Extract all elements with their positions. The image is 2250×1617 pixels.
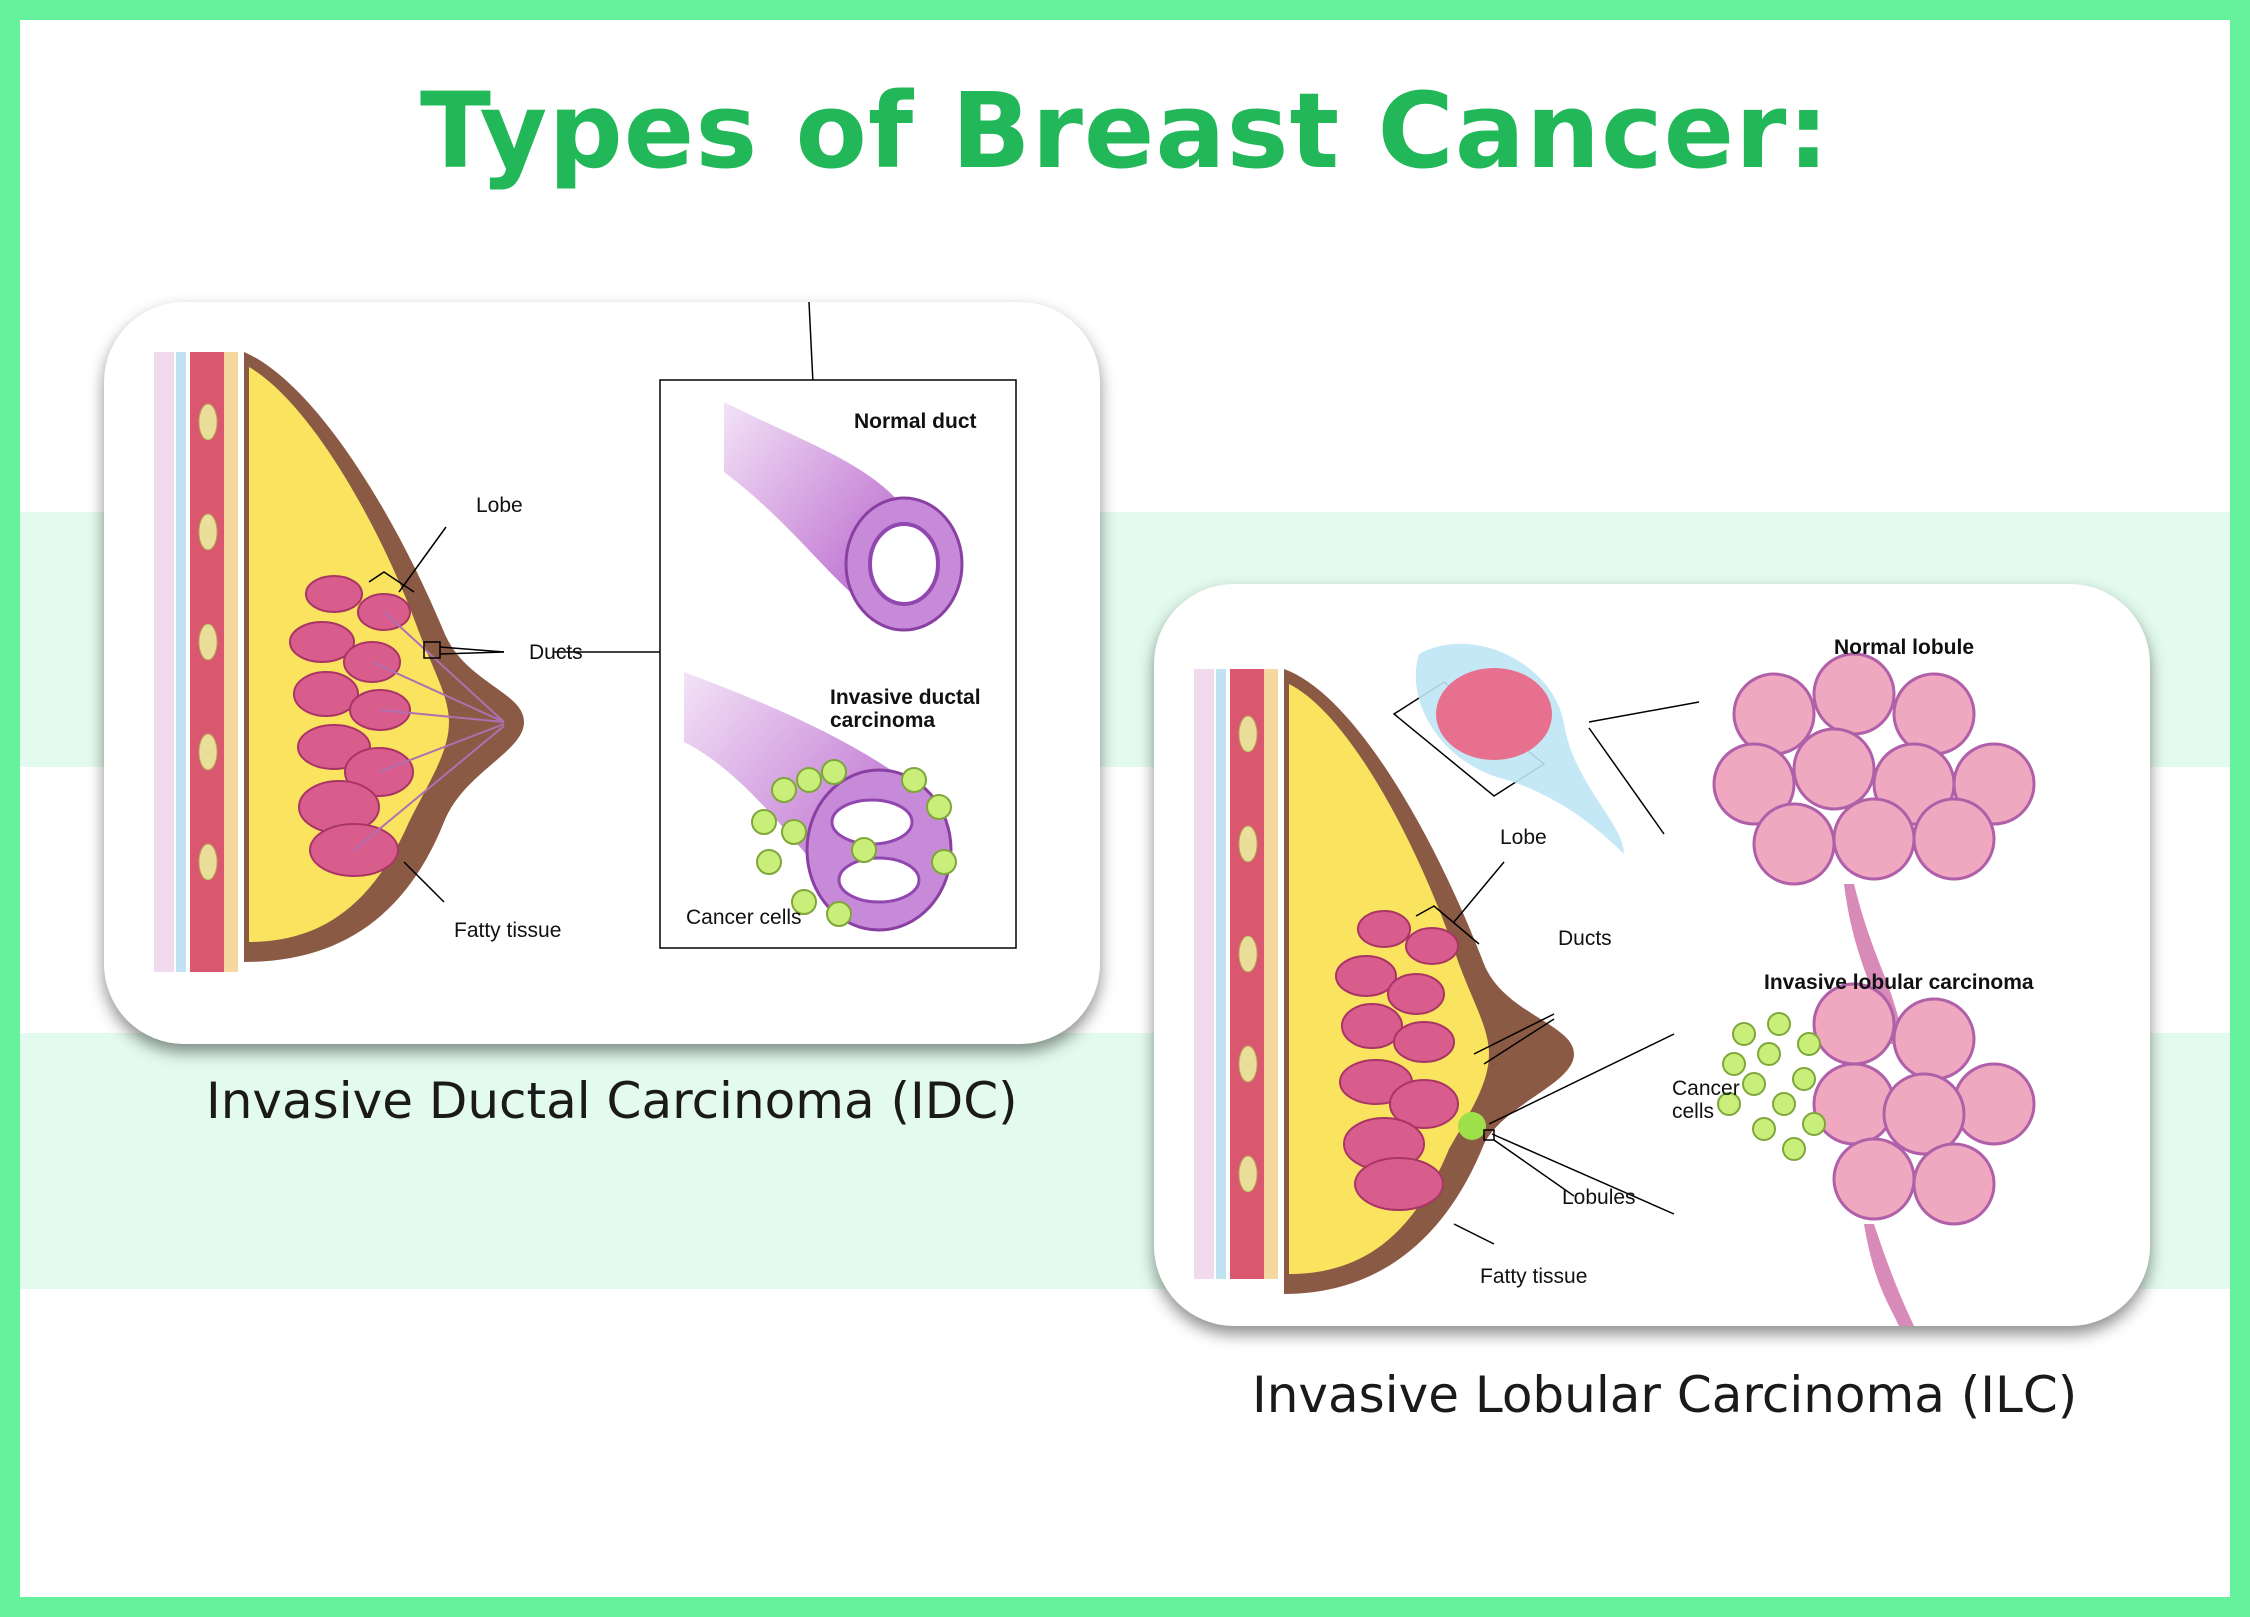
chest-wall bbox=[154, 352, 238, 972]
idc-illustration-card: Lobe Ducts Fatty tissue Normal duct Inva… bbox=[104, 302, 1100, 1044]
ilc-chest-wall bbox=[1194, 669, 1278, 1279]
page-title: Types of Breast Cancer: bbox=[419, 70, 1831, 192]
idc-label-cancer-cells: Cancer cells bbox=[686, 906, 802, 929]
ilc-label-cancer-line2: cells bbox=[1672, 1100, 1714, 1123]
ilc-label-ducts: Ducts bbox=[1558, 927, 1612, 950]
idc-label-fatty-tissue: Fatty tissue bbox=[454, 919, 561, 942]
ilc-cancer-spot bbox=[1458, 1112, 1486, 1140]
idc-label-lobe: Lobe bbox=[476, 494, 523, 517]
ilc-label-invasive-lobular: Invasive lobular carcinoma bbox=[1764, 971, 2034, 994]
ilc-label-lobe: Lobe bbox=[1500, 826, 1547, 849]
idc-label-ducts: Ducts bbox=[529, 641, 583, 664]
idc-label-invasive-ductal-line1: Invasive ductal bbox=[830, 686, 981, 709]
ilc-label-cancer-line1: Cancer bbox=[1672, 1077, 1740, 1100]
breast-ducts bbox=[353, 611, 505, 851]
idc-caption: Invasive Ductal Carcinoma (IDC) bbox=[206, 1072, 1018, 1130]
ilc-label-lobules: Lobules bbox=[1562, 1186, 1636, 1209]
normal-duct-illustration bbox=[724, 402, 964, 632]
ilc-normal-lobule-cluster bbox=[1712, 652, 2036, 1044]
ilc-breast-lobes bbox=[1335, 910, 1459, 1211]
ilc-illustration: Normal lobule Invasive lobular carcinoma… bbox=[1194, 636, 2036, 1326]
ilc-illustration-card: Normal lobule Invasive lobular carcinoma… bbox=[1154, 584, 2150, 1326]
idc-label-invasive-ductal-line2: carcinoma bbox=[830, 709, 935, 732]
ilc-lobe-closeup bbox=[1415, 643, 1624, 854]
idc-label-normal-duct: Normal duct bbox=[854, 410, 977, 433]
ilc-invasive-lobule-cluster bbox=[1717, 982, 2036, 1326]
idc-illustration: Lobe Ducts Fatty tissue Normal duct Inva… bbox=[154, 302, 1017, 972]
invasive-ductal-illustration bbox=[684, 672, 957, 932]
ilc-label-fatty-tissue: Fatty tissue bbox=[1480, 1265, 1587, 1288]
ilc-caption: Invasive Lobular Carcinoma (ILC) bbox=[1252, 1366, 2078, 1424]
ilc-label-normal-lobule: Normal lobule bbox=[1834, 636, 1974, 659]
